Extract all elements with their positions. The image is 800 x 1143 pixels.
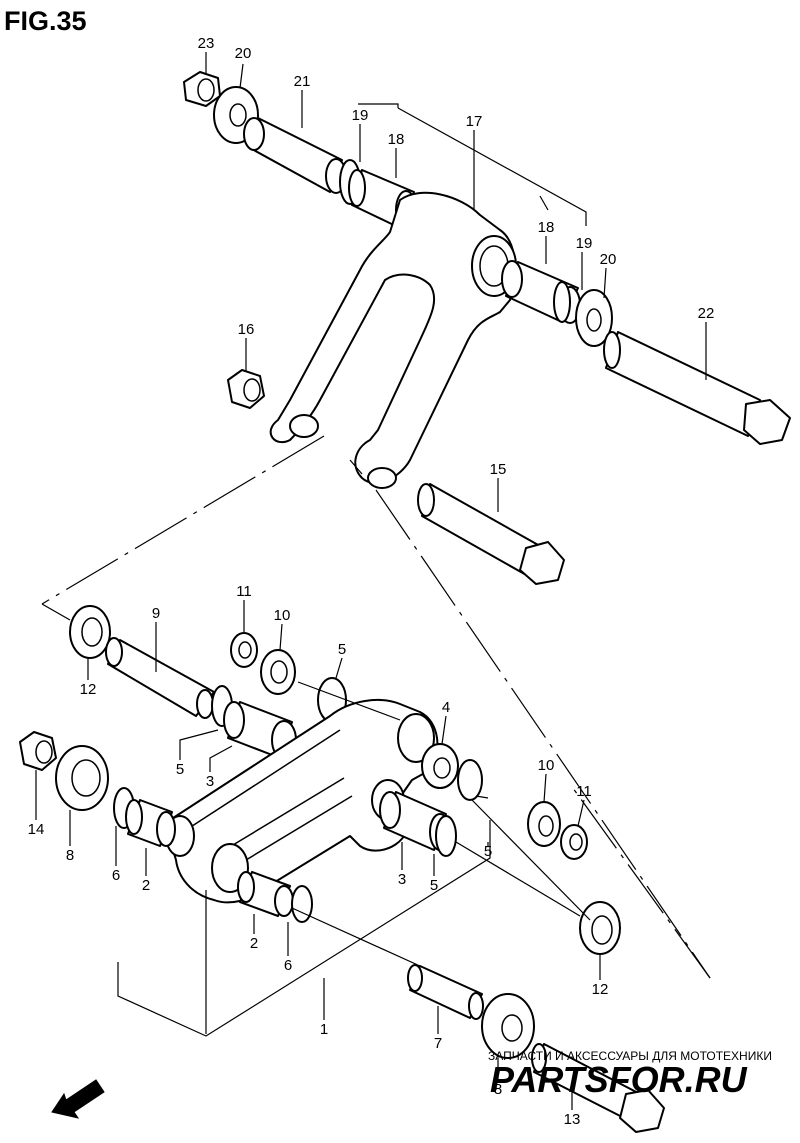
callout-11: 11	[576, 783, 592, 800]
callout-10: 10	[274, 607, 291, 624]
callout-19: 19	[352, 107, 369, 124]
callout-11: 11	[236, 583, 252, 600]
watermark-brand: PARTSFOR.RU	[490, 1059, 748, 1100]
callout-20: 20	[600, 251, 617, 268]
callout-3: 3	[398, 871, 406, 888]
part-1-bracket	[117, 820, 491, 1037]
part-9-spacer	[105, 637, 215, 719]
callout-6: 6	[284, 957, 292, 974]
callout-20: 20	[235, 45, 252, 62]
callout-5: 5	[430, 877, 438, 894]
callout-15: 15	[490, 461, 507, 478]
figure-title: FIG.35	[4, 6, 87, 36]
callouts: 23 20 21 19 18 17 18 19 20 22 16 15 9 11…	[28, 35, 715, 1128]
callout-19: 19	[576, 235, 593, 252]
part-11-bushing	[230, 632, 258, 668]
part-5-circlip-c	[457, 759, 483, 801]
callout-10: 10	[538, 757, 555, 774]
part-12-seal	[69, 605, 111, 659]
callout-2: 2	[142, 877, 150, 894]
fwd-arrow-icon: FWD	[51, 1079, 105, 1119]
callout-3: 3	[206, 773, 214, 790]
callout-18: 18	[538, 219, 555, 236]
leaders-top	[205, 52, 707, 512]
callout-14: 14	[28, 821, 45, 838]
part-4-bushing	[421, 743, 459, 789]
part-21-spacer	[243, 117, 347, 194]
part-19-circlip-right	[553, 281, 571, 323]
callout-13: 13	[564, 1111, 581, 1128]
callout-18: 18	[388, 131, 405, 148]
callout-5: 5	[338, 641, 346, 658]
part-2-bearing-left	[125, 799, 176, 847]
watermark-tagline: ЗАПЧАСТИ И АКСЕССУАРЫ ДЛЯ МОТОТЕХНИКИ	[488, 1049, 772, 1063]
callout-8: 8	[494, 1081, 502, 1098]
callout-5: 5	[484, 843, 492, 860]
alignment-lines	[41, 435, 711, 979]
callout-22: 22	[698, 305, 715, 322]
callout-8: 8	[66, 847, 74, 864]
watermark: ЗАПЧАСТИ И АКСЕССУАРЫ ДЛЯ МОТОТЕХНИКИ PA…	[488, 1049, 772, 1100]
callout-9: 9	[152, 605, 160, 622]
part-13-bolt	[531, 1043, 665, 1133]
part-20-washer-right	[575, 289, 613, 347]
callout-4: 4	[442, 699, 450, 716]
part-22-bolt	[603, 331, 791, 445]
callout-5: 5	[176, 761, 184, 778]
callout-1: 1	[320, 1021, 328, 1038]
callout-6: 6	[112, 867, 120, 884]
callout-21: 21	[294, 73, 311, 90]
callout-2: 2	[250, 935, 258, 952]
part-2-bearing-bottom	[237, 871, 294, 917]
part-8-seal-bottom	[481, 993, 535, 1059]
callout-23: 23	[198, 35, 215, 52]
callout-12: 12	[592, 981, 609, 998]
part-15-bolt	[417, 483, 565, 585]
part-11-bushing-right	[560, 824, 588, 860]
part-10-seal-right	[527, 801, 561, 847]
part-5-circlip-d	[435, 815, 457, 857]
part-16-nut	[227, 369, 265, 409]
callout-17: 17	[466, 113, 483, 130]
part-23-nut	[183, 71, 221, 107]
part-6-circlip-bottom	[291, 885, 313, 923]
part-12-seal-right	[579, 901, 621, 955]
axis-lines-bottom	[291, 681, 591, 967]
callout-7: 7	[434, 1035, 442, 1052]
part-8-seal-left	[55, 745, 109, 811]
part-14-nut	[19, 731, 57, 771]
part-7-spacer	[407, 964, 484, 1020]
callout-16: 16	[238, 321, 255, 338]
callout-12: 12	[80, 681, 97, 698]
part-10-seal	[260, 649, 296, 695]
part-17-cushion-rod	[269, 191, 517, 489]
leaders-bottom	[35, 600, 601, 1110]
